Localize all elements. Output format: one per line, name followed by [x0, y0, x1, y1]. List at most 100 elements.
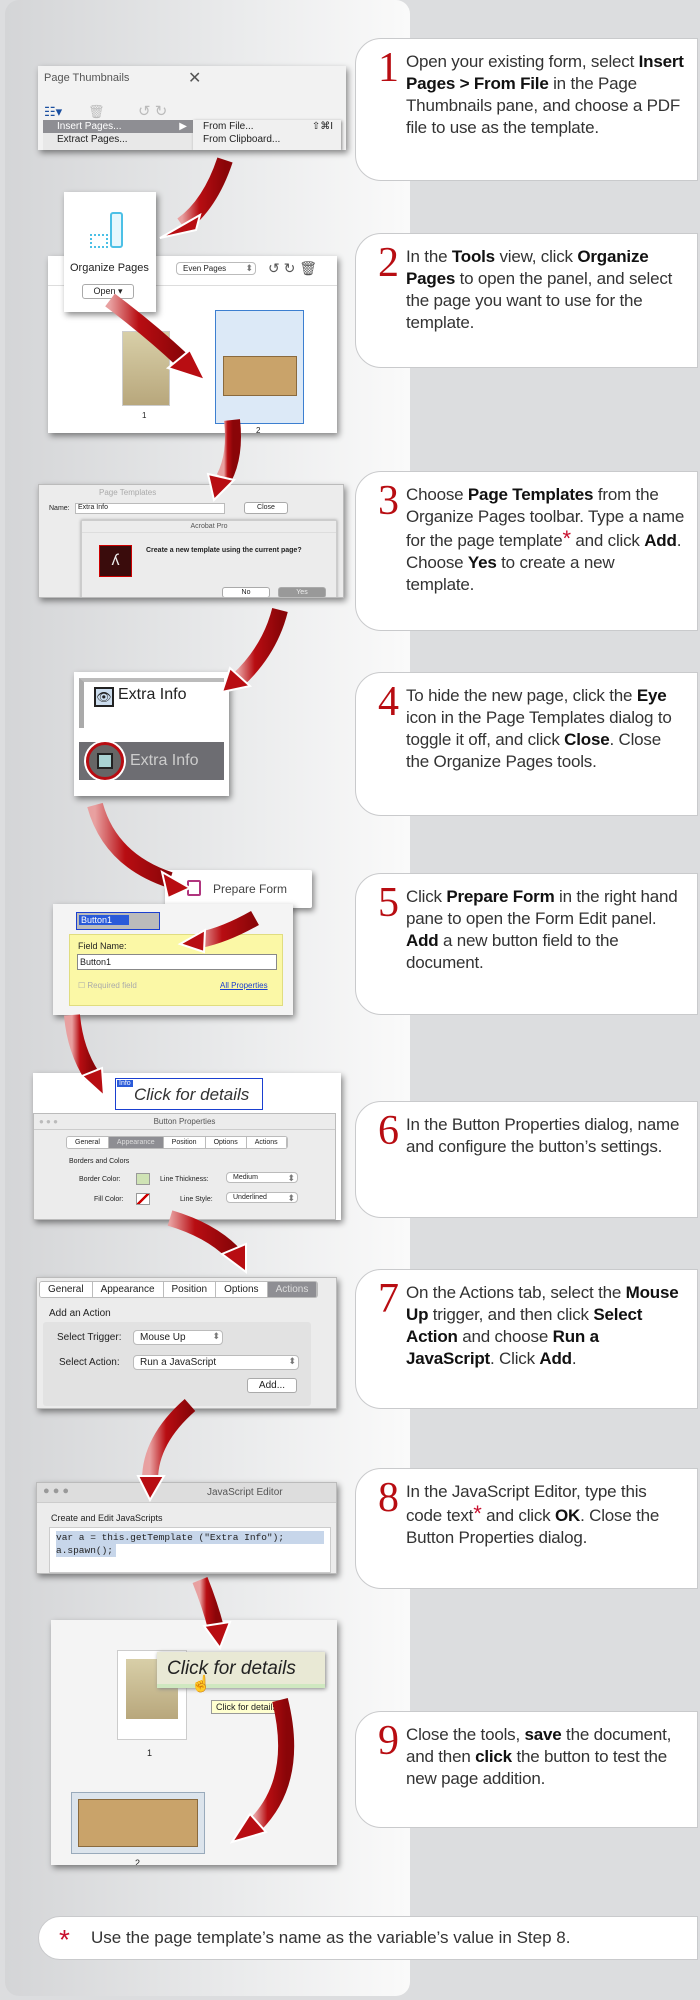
line-style-select[interactable]: Underlined: [226, 1192, 298, 1204]
footnote-text: Use the page template’s name as the vari…: [91, 1928, 571, 1947]
arrow-8-9: [192, 1577, 224, 1631]
page-thumbnail-1[interactable]: [117, 1650, 187, 1740]
alert-dialog: Acrobat Pro ʎ Create a new template usin…: [81, 520, 337, 597]
tab-general[interactable]: General: [40, 1282, 93, 1297]
trash-icon[interactable]: 🗑: [88, 104, 105, 119]
border-color-swatch[interactable]: [136, 1173, 150, 1185]
organize-pages-tool-card[interactable]: Organize Pages Open ▾: [64, 192, 156, 312]
required-checkbox[interactable]: ☐ Required field: [78, 981, 137, 990]
close-icon[interactable]: ✕: [188, 70, 202, 87]
rotate-icons[interactable]: ↺ ↻: [138, 103, 168, 120]
alert-title: Acrobat Pro: [82, 521, 336, 533]
step-text-bold: Mouse Up: [406, 1283, 679, 1324]
menu-item-extract-pages[interactable]: Extract Pages...: [57, 134, 128, 145]
menu-item-insert-pages[interactable]: Insert Pages...▶: [43, 120, 193, 133]
add-button[interactable]: Add...: [247, 1378, 297, 1393]
yes-button[interactable]: Yes: [278, 587, 326, 597]
step-text-bold: Add: [406, 931, 439, 950]
all-properties-link[interactable]: All Properties: [220, 981, 268, 990]
tab-actions[interactable]: Actions: [267, 1282, 318, 1297]
step-text: . Close the Organize Pages tools.: [406, 730, 661, 771]
panel-title: Page Thumbnails: [44, 72, 130, 84]
step-text: trigger, and then click: [428, 1305, 594, 1324]
line-thickness-select[interactable]: Medium: [226, 1172, 298, 1184]
step-text-bold: Yes: [467, 553, 497, 572]
organize-pages-icon: [88, 212, 128, 250]
rotate-icons[interactable]: ↺ ↻ 🗑: [268, 260, 318, 276]
asterisk-icon: *: [562, 526, 571, 551]
action-select[interactable]: Run a JavaScript: [133, 1355, 299, 1370]
page-thumbnail-2-selected[interactable]: [215, 310, 304, 424]
page-label: 1: [142, 411, 147, 420]
button-properties-dialog: Click for details Info ● ● ● Button Prop…: [33, 1073, 341, 1220]
no-button[interactable]: No: [222, 587, 270, 597]
action-label: Select Action:: [59, 1357, 120, 1368]
step-text: and click: [481, 1506, 555, 1525]
open-button[interactable]: Open ▾: [82, 284, 134, 299]
arrow-2a: [105, 293, 188, 366]
menu-label: From File...: [203, 121, 254, 132]
dialog-title: JavaScript Editor: [37, 1483, 336, 1503]
page-thumbnail-2[interactable]: [71, 1792, 205, 1854]
step-text: To hide the new page, click the: [406, 686, 637, 705]
step-text: . Choose: [406, 531, 682, 572]
tab-appearance[interactable]: Appearance: [92, 1282, 164, 1297]
step-text-bold: Organize Pages: [406, 247, 649, 288]
tab-position[interactable]: Position: [163, 1282, 217, 1297]
field-name-label: Field Name:: [78, 941, 127, 951]
button-on-page[interactable]: Click for details Info: [115, 1078, 263, 1110]
page-thumbnails-result: 1 Click for details ☝ Click for details …: [51, 1620, 337, 1865]
step-number: 7: [378, 1276, 399, 1322]
step-number: 8: [378, 1475, 399, 1521]
step-number: 5: [378, 880, 399, 926]
eye-icon[interactable]: 👁: [94, 687, 114, 707]
code-line: var a = this.getTemplate ("Extra Info");: [56, 1531, 324, 1544]
step-text: On the Actions tab, select the: [406, 1283, 626, 1302]
click-for-details-button[interactable]: Click for details: [157, 1652, 325, 1688]
tab-position[interactable]: Position: [163, 1137, 206, 1148]
fill-color-swatch[interactable]: [136, 1193, 150, 1205]
code-line: a.spawn();: [56, 1544, 116, 1557]
page-label: 2: [256, 426, 261, 433]
tab-options[interactable]: Options: [205, 1137, 247, 1148]
step-text: view, click: [494, 247, 578, 266]
menu-item-from-file[interactable]: From File...⇧⌘I: [193, 120, 341, 133]
dialog-title: Page Templates: [99, 488, 157, 497]
tab-actions[interactable]: Actions: [246, 1137, 287, 1148]
window-controls[interactable]: ● ● ●: [43, 1485, 70, 1497]
context-menu: Insert Pages...▶ Extract Pages...: [43, 120, 193, 150]
menu-item-from-clipboard[interactable]: From Clipboard...: [203, 134, 281, 145]
trigger-select[interactable]: Mouse Up: [133, 1330, 223, 1345]
step-text: .: [571, 1349, 577, 1368]
page-filter-select[interactable]: Even Pages: [176, 262, 256, 275]
options-menu-icon[interactable]: ☷▾: [44, 104, 63, 119]
page-templates-dialog: Page Templates Name: Extra Info Close Ac…: [38, 484, 344, 598]
tab-general[interactable]: General: [67, 1137, 109, 1148]
step-text: . Click: [490, 1349, 540, 1368]
code-editor[interactable]: var a = this.getTemplate ("Extra Info");…: [49, 1527, 331, 1573]
field-tag: Info: [117, 1080, 133, 1087]
required-label: Required field: [87, 981, 137, 990]
step-number: 4: [378, 679, 399, 725]
window-controls[interactable]: ● ● ●: [39, 1117, 58, 1126]
step-text-bold: save: [524, 1725, 562, 1744]
tab-options[interactable]: Options: [216, 1282, 268, 1297]
field-name-input[interactable]: Button1: [77, 954, 277, 970]
alert-message: Create a new template using the current …: [146, 547, 302, 554]
javascript-editor: ● ● ● JavaScript Editor Create and Edit …: [36, 1482, 337, 1574]
step-text: . Close the Button Properties dialog.: [406, 1506, 660, 1547]
eye-toggle-off-highlight[interactable]: [86, 742, 124, 780]
button-text: Click for details: [167, 1658, 296, 1679]
close-button[interactable]: Close: [244, 502, 288, 514]
step-text: in the Page Thumbnails pane, and choose …: [406, 74, 681, 137]
tab-appearance[interactable]: Appearance: [108, 1137, 164, 1148]
button-field[interactable]: Button1: [76, 912, 160, 930]
step-text: and choose: [457, 1327, 553, 1346]
step-text: In the Button Properties dialog, name an…: [406, 1115, 680, 1156]
flow-arrows: [64, 157, 295, 1844]
template-name-input[interactable]: Extra Info: [75, 503, 225, 514]
